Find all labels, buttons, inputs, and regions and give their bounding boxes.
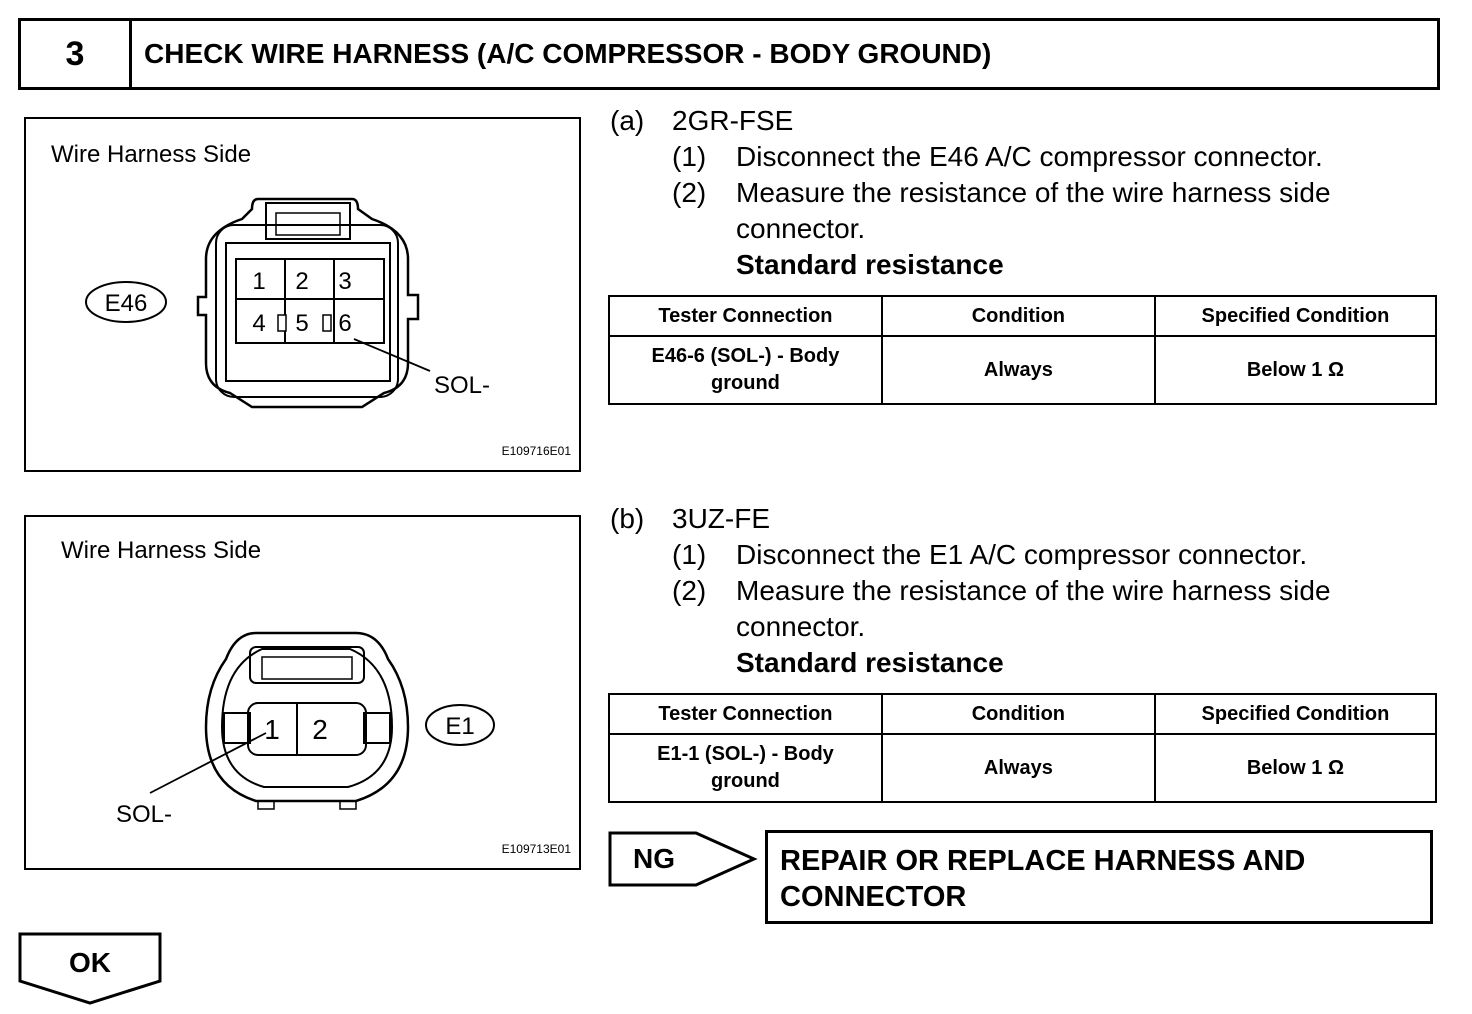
cell-tester-connection: E46-6 (SOL-) - Body ground — [608, 335, 883, 405]
figure-code: E109716E01 — [501, 444, 571, 458]
cell-tester-connection: E1-1 (SOL-) - Body ground — [608, 733, 883, 803]
ng-arrow: NG — [608, 831, 758, 887]
connector-inner-outline — [215, 224, 399, 398]
step-header: 3 CHECK WIRE HARNESS (A/C COMPRESSOR - B… — [18, 18, 1440, 90]
step-label: (2) — [672, 575, 707, 606]
header-specified-condition: Specified Condition — [1153, 295, 1438, 337]
step-text: Measure the resistance of the wire harne… — [736, 575, 1331, 606]
e1-connector-diagram: 1 2 E1 SOL- — [116, 631, 495, 828]
resistance-table-b: Tester Connection Condition Specified Co… — [608, 693, 1438, 803]
connector-figure-e1: Wire Harness Side 1 2 E1 SOL- E109713E01 — [24, 515, 581, 870]
cell-condition: Always — [880, 335, 1156, 405]
ng-label: NG — [633, 843, 675, 874]
connector-latch — [249, 646, 365, 684]
pin-2: 2 — [295, 268, 308, 295]
step-title: CHECK WIRE HARNESS (A/C COMPRESSOR - BOD… — [144, 38, 992, 69]
step-label: (1) — [672, 141, 707, 172]
connector-inner-outline — [220, 648, 394, 788]
figure-caption: Wire Harness Side — [51, 141, 252, 168]
figure-caption: Wire Harness Side — [61, 537, 262, 564]
connector-label: E46 — [105, 290, 148, 317]
ok-label: OK — [69, 947, 111, 978]
pin-5: 5 — [295, 310, 308, 337]
e46-connector-diagram: 1 2 3 4 5 6 E46 SOL- — [85, 197, 490, 409]
resistance-table-a: Tester Connection Condition Specified Co… — [608, 295, 1438, 405]
pin-6: 6 — [338, 310, 351, 337]
step-text-continued: connector. — [736, 611, 866, 642]
section-engine: 3UZ-FE — [672, 503, 770, 534]
header-tester-connection: Tester Connection — [608, 693, 883, 735]
pin-1: 1 — [264, 714, 280, 745]
header-tester-connection: Tester Connection — [608, 295, 883, 337]
pin-3: 3 — [338, 268, 351, 295]
callout-line — [353, 338, 431, 372]
pin-1: 1 — [252, 268, 265, 295]
section-label: (a) — [610, 105, 645, 136]
header-condition: Condition — [880, 693, 1156, 735]
pin-area — [225, 242, 391, 382]
connector-label: E1 — [445, 713, 474, 740]
ok-arrow: OK — [18, 932, 162, 1005]
cell-condition: Always — [880, 733, 1156, 803]
section-engine: 2GR-FSE — [672, 105, 794, 136]
table-row: E46-6 (SOL-) - Body ground Always Below … — [608, 335, 1438, 405]
pin-2: 2 — [312, 714, 328, 745]
connector-latch — [265, 202, 351, 240]
standard-label: Standard resistance — [736, 249, 1004, 280]
header-specified-condition: Specified Condition — [1153, 693, 1438, 735]
connector-label-ellipse — [425, 704, 495, 746]
ng-action-box: REPAIR OR REPLACE HARNESS AND CONNECTOR — [765, 830, 1433, 924]
callout-label: SOL- — [434, 372, 490, 399]
header-condition: Condition — [880, 295, 1156, 337]
callout-line — [149, 732, 267, 794]
step-label: (2) — [672, 177, 707, 208]
pin-area — [247, 702, 367, 756]
connector-outline — [204, 631, 410, 803]
step-label: (1) — [672, 539, 707, 570]
ng-action-line: REPAIR OR REPLACE HARNESS AND — [780, 845, 1306, 877]
step-text: Disconnect the E1 A/C compressor connect… — [736, 539, 1308, 570]
ng-action-line: CONNECTOR — [780, 881, 967, 913]
table-row: E1-1 (SOL-) - Body ground Always Below 1… — [608, 733, 1438, 803]
step-text: Disconnect the E46 A/C compressor connec… — [736, 141, 1323, 172]
connector-outline — [196, 197, 420, 409]
cell-specified-condition: Below 1 Ω — [1153, 733, 1438, 803]
cell-specified-condition: Below 1 Ω — [1153, 335, 1438, 405]
figure-code: E109713E01 — [501, 842, 571, 856]
callout-label: SOL- — [116, 801, 172, 828]
section-label: (b) — [610, 503, 645, 534]
connector-figure-e46: Wire Harness Side 1 2 3 4 5 6 E46 SOL- E… — [24, 117, 581, 472]
step-text: Measure the resistance of the wire harne… — [736, 177, 1331, 208]
standard-label: Standard resistance — [736, 647, 1004, 678]
step-text-continued: connector. — [736, 213, 866, 244]
connector-label-ellipse — [85, 281, 167, 323]
pin-4: 4 — [252, 310, 265, 337]
step-number: 3 — [21, 21, 132, 87]
